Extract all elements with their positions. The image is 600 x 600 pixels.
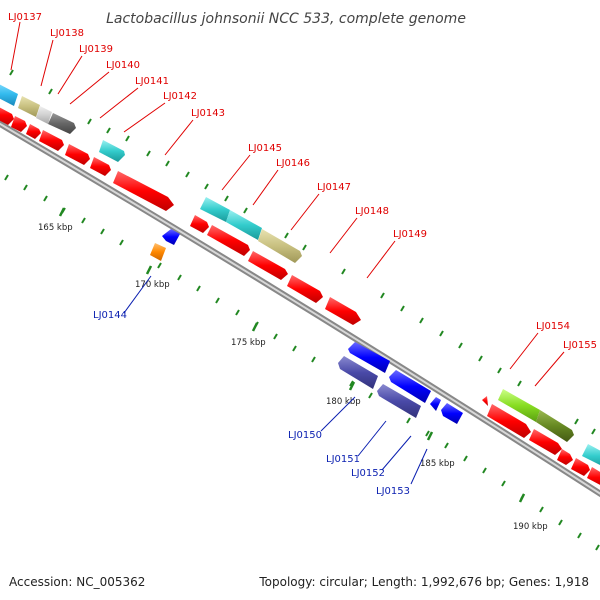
gene-label: LJ0154 [536, 321, 570, 332]
gene-arrow [113, 171, 174, 211]
kbp-label: 180 kbp [326, 397, 361, 407]
label-leaders-top [10, 21, 565, 387]
topology-text: Topology: circular; Length: 1,992,676 bp… [258, 575, 589, 589]
gene-arrow [39, 130, 64, 151]
gene-label: LJ0141 [135, 76, 169, 87]
gene-label: LJ0146 [276, 158, 310, 169]
gene-features-red [0, 107, 600, 485]
major-ticks [58, 207, 526, 503]
gene-arrow [99, 140, 125, 162]
gene-arrow [338, 356, 378, 389]
gene-label: LJ0143 [191, 108, 225, 119]
kbp-label: 170 kbp [135, 280, 170, 290]
gene-arrow [48, 113, 76, 134]
gene-label: LJ0148 [355, 206, 389, 217]
kbp-label: 165 kbp [38, 223, 73, 233]
gene-arrow [430, 397, 441, 411]
gene-arrow [441, 403, 463, 424]
gene-arrow [557, 449, 573, 465]
gene-features-top [0, 84, 600, 465]
gene-arrow [377, 384, 421, 418]
kbp-label: 185 kbp [420, 459, 455, 469]
gene-arrow [0, 84, 18, 106]
gene-arrow [248, 251, 288, 280]
gene-label: LJ0144 [93, 310, 127, 321]
gene-label: LJ0153 [376, 486, 410, 497]
accession-text: Accession: NC_005362 [9, 575, 145, 589]
gene-label: LJ0142 [163, 91, 197, 102]
gene-arrow [529, 429, 562, 455]
gene-arrow [207, 225, 250, 256]
gene-arrow [325, 297, 361, 325]
gene-arrow [190, 215, 209, 233]
kbp-label: 175 kbp [231, 338, 266, 348]
gene-arrow [162, 229, 180, 245]
gene-label: LJ0147 [317, 182, 351, 193]
label-leaders-bottom [123, 275, 428, 485]
gene-arrow [348, 342, 390, 373]
gene-arrow [487, 404, 531, 438]
tick-marks [4, 69, 600, 551]
gene-label: LJ0139 [79, 44, 113, 55]
gene-arrow [571, 458, 590, 476]
gene-arrow [536, 410, 574, 442]
gene-arrow [18, 96, 40, 117]
gene-label: LJ0145 [248, 143, 282, 154]
gene-label: LJ0149 [393, 229, 427, 240]
gene-arrow [498, 389, 540, 422]
gene-arrow [258, 229, 302, 263]
gene-features-reverse [150, 229, 463, 424]
kbp-label: 190 kbp [513, 522, 548, 532]
gene-label: LJ0155 [563, 340, 597, 351]
genome-backbone-highlight [0, 122, 600, 495]
gene-arrow [26, 124, 41, 139]
gene-label: LJ0150 [288, 430, 322, 441]
gene-arrow [150, 243, 166, 261]
gene-arrow [36, 106, 52, 124]
gene-arrow [226, 210, 262, 240]
map-title: Lactobacillus johnsonii NCC 533, complet… [106, 11, 466, 27]
gene-arrow [0, 107, 14, 125]
gene-arrow [200, 197, 230, 222]
gene-arrow [389, 370, 431, 403]
gene-label: LJ0151 [326, 454, 360, 465]
gene-arrow [90, 157, 111, 176]
gene-label: LJ0140 [106, 60, 140, 71]
gene-arrow [482, 396, 488, 406]
gene-arrow [582, 444, 600, 465]
gene-label: LJ0137 [8, 12, 42, 23]
gene-arrow [587, 467, 600, 485]
gene-arrow [11, 116, 27, 132]
gene-label: LJ0152 [351, 468, 385, 479]
gene-label: LJ0138 [50, 28, 84, 39]
genome-backbone [0, 120, 600, 498]
gene-arrow [65, 144, 90, 165]
gene-arrow [287, 275, 323, 303]
